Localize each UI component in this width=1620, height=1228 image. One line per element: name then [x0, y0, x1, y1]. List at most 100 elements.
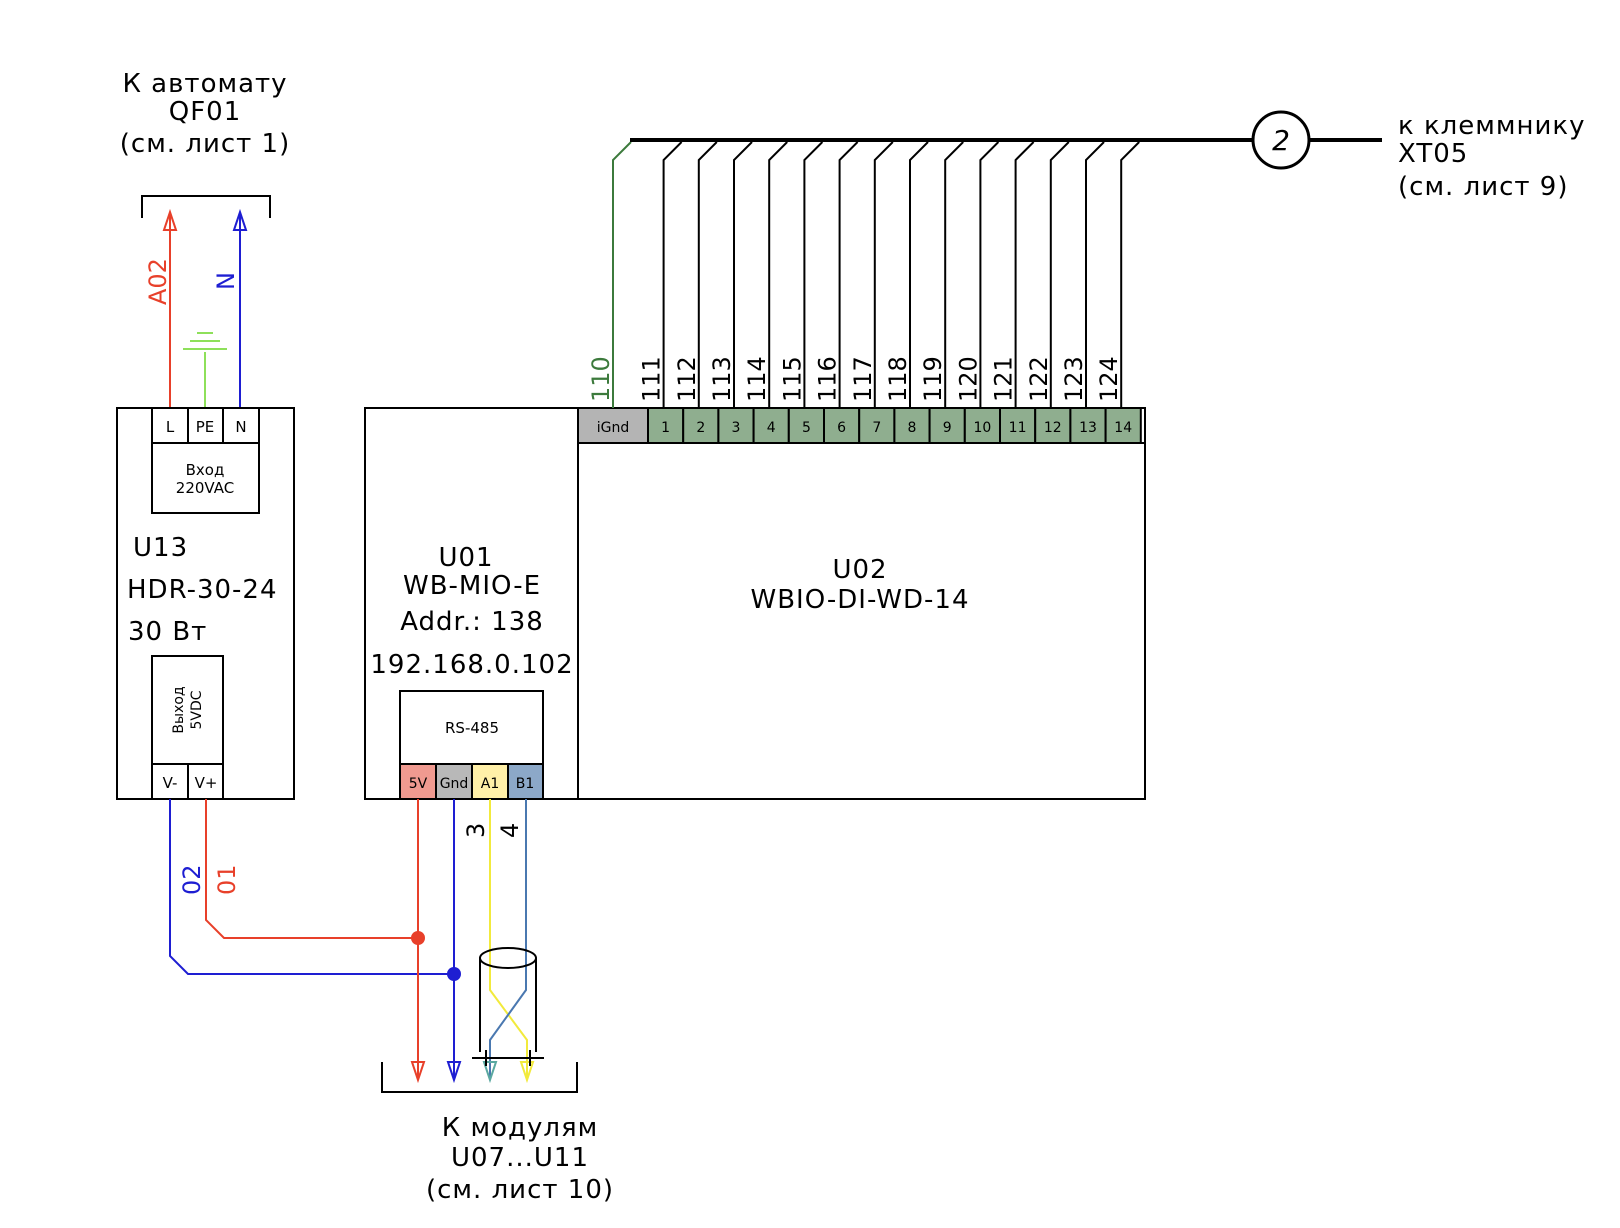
- ground-icon: [183, 332, 227, 350]
- junction-gnd: [447, 967, 461, 981]
- terminal-n: N: [235, 418, 246, 436]
- arrow-a1-icon: [519, 1061, 535, 1084]
- u02-terminal-1: 1: [661, 420, 670, 436]
- u02-terminal-7: 7: [872, 420, 881, 436]
- u02-terminal-box: [752, 407, 790, 444]
- ref-modules-bracket: [381, 1062, 578, 1093]
- wire-label-123: 123: [1060, 356, 1088, 402]
- u01-ip: 192.168.0.102: [370, 650, 573, 680]
- wire-label-110: 110: [587, 356, 615, 402]
- wire-label-114: 114: [743, 356, 771, 402]
- psu-id: U13: [133, 533, 188, 563]
- wire-label-124: 124: [1095, 356, 1123, 402]
- u02-terminal-5: 5: [802, 420, 811, 436]
- shield-icon: [472, 947, 544, 1066]
- wire-label-3: 3: [462, 823, 490, 838]
- u02-terminal-box: [893, 407, 931, 444]
- u02-terminal-box: [823, 407, 861, 444]
- ref-xt05-line1: к клеммнику: [1398, 111, 1586, 141]
- wire-label-120: 120: [954, 356, 982, 402]
- module-u01: U01 WB-MIO-E Addr.: 138 192.168.0.102 RS…: [364, 407, 579, 800]
- u01-addr: Addr.: 138: [400, 607, 544, 637]
- terminal-gnd: Gnd: [440, 776, 469, 792]
- wire-110: [612, 141, 632, 408]
- wire-02: [169, 799, 454, 975]
- bus-marker-label: 2: [1272, 124, 1290, 157]
- wire-117: [873, 141, 894, 408]
- wire-119: [944, 141, 964, 408]
- ref-xt05: к клеммнику XT05 (см. лист 9): [1398, 111, 1586, 202]
- ref-modules: К модулям U07...U11 (см. лист 10): [426, 1113, 614, 1205]
- wire-label-112: 112: [673, 356, 701, 402]
- psu-input-block: [151, 442, 260, 514]
- terminal-b1: B1: [516, 776, 535, 792]
- psu-output-label-1: Выход: [171, 686, 187, 733]
- wire-122: [1049, 141, 1070, 408]
- terminal-v-plus: V+: [195, 774, 218, 792]
- u01-model: WB-MIO-E: [403, 571, 541, 601]
- wire-label-113: 113: [708, 356, 736, 402]
- u02-terminal-box: [647, 407, 685, 444]
- u01-id: U01: [438, 543, 493, 573]
- wire-label-117: 117: [849, 356, 877, 402]
- terminal-v-minus: V-: [163, 774, 178, 792]
- u02-terminal-2: 2: [696, 420, 705, 436]
- wire-124: [1120, 141, 1140, 408]
- u02-terminal-box: [682, 407, 720, 444]
- u02-terminal-3: 3: [732, 420, 741, 436]
- u02-terminal-box: [999, 407, 1037, 444]
- psu-model: HDR-30-24: [127, 575, 278, 605]
- u02-terminal-12: 12: [1044, 420, 1062, 436]
- wire-01: [205, 799, 418, 939]
- psu-output-label-2: 5VDC: [189, 690, 205, 729]
- wire-b1: [489, 799, 527, 1078]
- u02-terminal-box: [787, 407, 825, 444]
- psu-power: 30 Вт: [128, 617, 207, 647]
- psu-output-wires: 01 02: [169, 799, 454, 975]
- wire-label-01: 01: [213, 864, 241, 895]
- ref-qf01-line2: QF01: [169, 97, 242, 127]
- u01-rs485-label: RS-485: [445, 719, 499, 737]
- psu-output-block: [151, 655, 224, 765]
- ref-modules-line1: К модулям: [442, 1113, 598, 1143]
- psu-input-label-2: 220VAC: [176, 479, 234, 497]
- wire-111: [662, 141, 683, 408]
- u02-model: WBIO-DI-WD-14: [751, 585, 970, 615]
- u02-terminal-13: 13: [1079, 420, 1097, 436]
- wire-114: [768, 141, 788, 408]
- arrow-gnd-icon: [446, 1061, 462, 1084]
- wire-label-n: N: [212, 272, 240, 290]
- wire-116: [838, 141, 859, 408]
- u02-terminal-6: 6: [837, 420, 846, 436]
- wire-label-119: 119: [919, 356, 947, 402]
- ref-qf01-bracket: [141, 195, 271, 218]
- ref-modules-line3: (см. лист 10): [426, 1175, 614, 1205]
- psu-input-label-1: Вход: [186, 461, 225, 479]
- wire-113: [733, 141, 753, 408]
- u01-terminal-strip: 5V Gnd A1 B1: [399, 763, 544, 800]
- wire-a1: [489, 799, 528, 1078]
- terminal-pe: PE: [196, 418, 215, 436]
- ref-qf01: К автомату QF01 (см. лист 1): [120, 69, 291, 218]
- u02-terminal-9: 9: [943, 420, 952, 436]
- u02-terminal-8: 8: [908, 420, 917, 436]
- wire-123: [1085, 141, 1105, 408]
- u02-terminal-ignd: iGnd: [597, 420, 630, 436]
- ref-qf01-line3: (см. лист 1): [120, 129, 291, 159]
- ref-modules-line2: U07...U11: [451, 1143, 589, 1173]
- junction-5v: [411, 931, 425, 945]
- psu-input-wires: A02 N: [144, 208, 248, 408]
- ref-qf01-line1: К автомату: [122, 69, 287, 99]
- u02-terminal-14: 14: [1114, 420, 1132, 436]
- arrow-5v-icon: [410, 1061, 426, 1084]
- wire-115: [803, 141, 824, 408]
- wire-label-a02: A02: [144, 258, 172, 305]
- ref-xt05-line3: (см. лист 9): [1398, 172, 1569, 202]
- u02-terminal-4: 4: [767, 420, 776, 436]
- terminal-l: L: [166, 418, 175, 436]
- wire-label-02: 02: [178, 864, 206, 895]
